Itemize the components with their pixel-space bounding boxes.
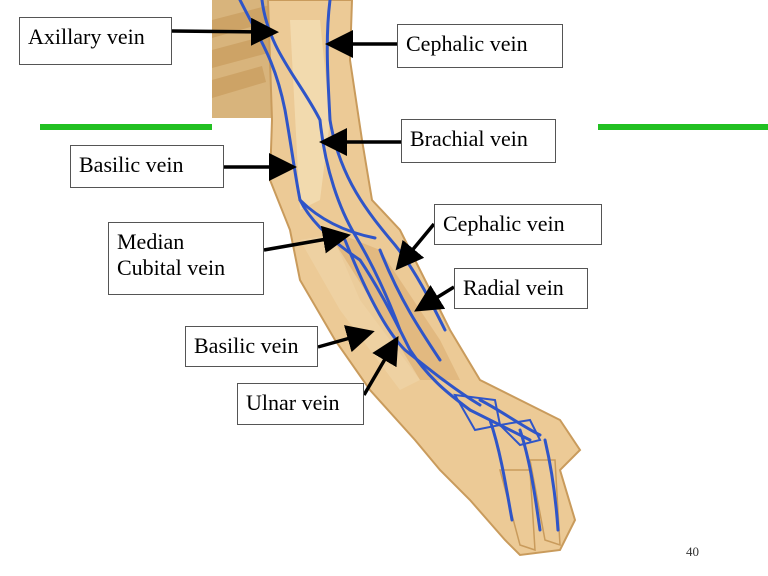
arrow-median-cubital [263, 225, 351, 254]
label-axillary-vein: Axillary vein [19, 17, 172, 65]
label-cephalic-vein-upper: Cephalic vein [397, 24, 563, 68]
page-number: 40 [686, 544, 699, 559]
label-basilic-lower-text: Basilic vein [194, 333, 299, 358]
arrow-axillary [171, 17, 279, 46]
label-radial-vein: Radial vein [454, 268, 588, 309]
label-brachial-text: Brachial vein [410, 126, 528, 151]
label-median-cubital-line1: Median [117, 229, 185, 254]
label-cephalic-lower-text: Cephalic vein [443, 211, 565, 236]
label-cephalic-upper-text: Cephalic vein [406, 31, 528, 56]
label-basilic-vein-upper: Basilic vein [70, 145, 224, 188]
label-cephalic-vein-lower: Cephalic vein [434, 204, 602, 245]
label-ulnar-vein: Ulnar vein [237, 383, 364, 425]
label-median-cubital-line2: Cubital vein [117, 255, 226, 280]
label-radial-text: Radial vein [463, 275, 564, 300]
label-ulnar-text: Ulnar vein [246, 390, 340, 415]
label-basilic-vein-lower: Basilic vein [185, 326, 318, 367]
arrow-radial [414, 285, 455, 312]
label-axillary-text: Axillary vein [28, 24, 145, 49]
label-brachial-vein: Brachial vein [401, 119, 556, 163]
label-basilic-upper-text: Basilic vein [79, 152, 184, 177]
arrow-cephalic-lower [395, 222, 436, 271]
arrow-ulnar [362, 335, 399, 396]
arrow-basilic-lower [317, 325, 375, 353]
label-median-cubital-vein: Median Cubital vein [108, 222, 264, 295]
